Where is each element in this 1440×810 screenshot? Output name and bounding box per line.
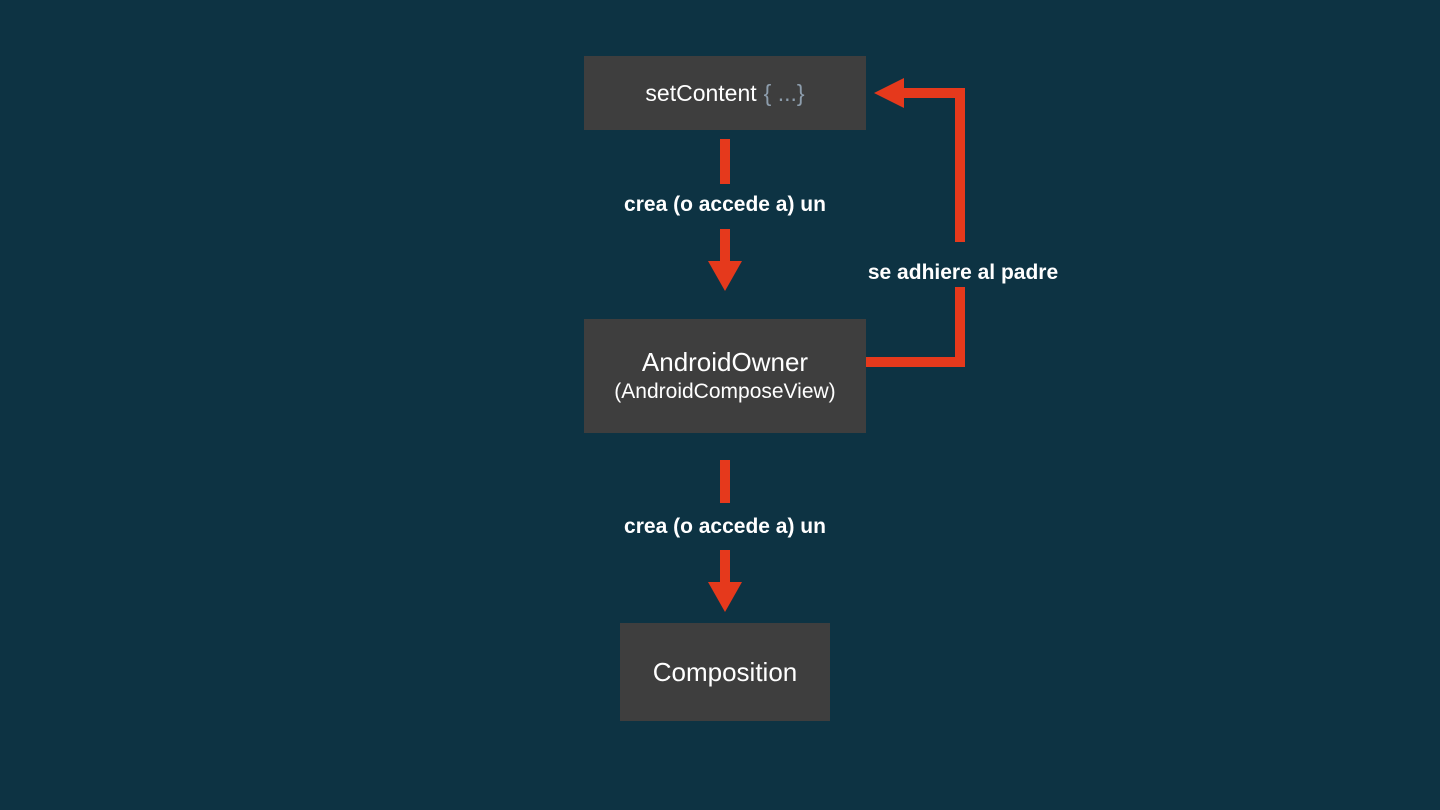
node-androidowner: AndroidOwner (AndroidComposeView) [584, 319, 866, 433]
edge-attach-segment-vertical-lower [955, 287, 965, 367]
node-composition: Composition [620, 623, 830, 721]
edge-create-top-segment-lower [720, 229, 730, 262]
edge-attach-label: se adhiere al padre [867, 261, 1059, 284]
edge-attach-segment-top [902, 88, 965, 98]
node-androidowner-title: AndroidOwner [641, 347, 809, 377]
edge-create-bottom-label: crea (o accede a) un [624, 515, 826, 538]
arrowhead-left-icon [874, 78, 904, 108]
node-setcontent: setContent { ...} [584, 56, 866, 130]
node-androidowner-subtitle: (AndroidComposeView) [614, 380, 836, 403]
arrowhead-down-icon [708, 582, 742, 612]
node-setcontent-braces: { ...} [763, 79, 805, 106]
edge-create-bottom-segment-upper [720, 460, 730, 503]
edge-create-top-label: crea (o accede a) un [624, 193, 826, 216]
node-setcontent-title-row: setContent { ...} [645, 80, 804, 107]
edge-create-bottom-segment-lower [720, 550, 730, 583]
edge-create-top-segment-upper [720, 139, 730, 184]
edge-attach-segment-bottom [866, 357, 965, 367]
node-setcontent-label: setContent [645, 79, 757, 106]
edge-attach-segment-vertical-upper [955, 88, 965, 242]
node-composition-label: Composition [652, 656, 798, 687]
arrowhead-down-icon [708, 261, 742, 291]
